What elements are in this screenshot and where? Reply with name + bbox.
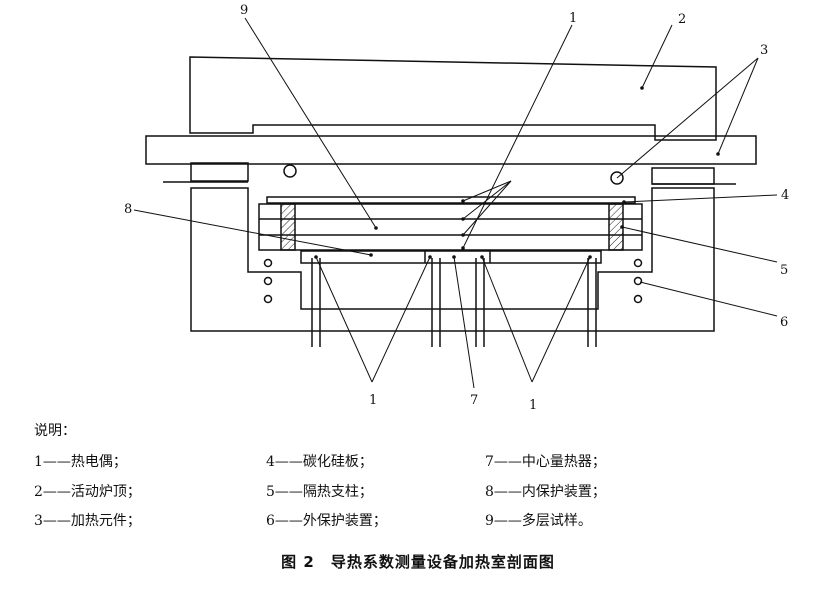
legend-title: 说明： xyxy=(34,423,76,439)
callout-1-bottom-left: 1 xyxy=(369,393,377,408)
thermocouple-tubes xyxy=(311,258,597,347)
figure-caption: 图 2 导热系数测量设备加热室剖面图 xyxy=(281,553,555,571)
callout-7: 7 xyxy=(470,393,478,408)
heating-element-plate xyxy=(145,135,757,165)
callout-4: 4 xyxy=(781,188,789,203)
lower-chamber-housing xyxy=(190,187,715,332)
multilayer-specimen xyxy=(258,203,643,251)
legend-item-insulating-pillar: 5——隔热支柱； xyxy=(266,484,373,500)
leader-lines xyxy=(133,17,778,389)
callout-3: 3 xyxy=(760,43,768,58)
legend-item-thermocouple: 1——热电偶； xyxy=(34,454,127,470)
legend-item-heating-element: 3——加热元件； xyxy=(34,513,141,529)
movable-furnace-top xyxy=(189,56,717,141)
heating-element-hole-left xyxy=(283,164,297,178)
leader-dots xyxy=(314,86,720,259)
callout-1-top: 1 xyxy=(569,11,577,26)
silicon-carbide-plate xyxy=(266,196,636,204)
callout-8: 8 xyxy=(124,202,132,217)
callout-2: 2 xyxy=(678,12,686,27)
furnace-cross-section-diagram: 1 2 3 4 5 6 7 8 9 1 1 xyxy=(124,3,789,410)
legend-item-outer-guard: 6——外保护装置； xyxy=(266,513,387,529)
legend-item-inner-guard: 8——内保护装置； xyxy=(485,484,606,500)
right-support-block xyxy=(651,167,715,185)
legend-item-calorimeter: 7——中心量热器； xyxy=(485,454,606,470)
outer-guard-holes xyxy=(263,258,643,304)
legend-item-movable-top: 2——活动炉顶； xyxy=(34,484,141,500)
heating-element-hole-right xyxy=(610,171,624,185)
callout-1-bottom-right: 1 xyxy=(529,398,537,410)
left-support-block xyxy=(190,162,249,182)
legend-item-specimen: 9——多层试样。 xyxy=(485,513,592,529)
callout-9: 9 xyxy=(240,3,248,18)
legend-item-silicon-carbide: 4——碳化硅板； xyxy=(266,454,373,470)
callout-6: 6 xyxy=(780,315,788,330)
callout-5: 5 xyxy=(780,263,788,278)
insulating-pillar-left xyxy=(280,203,296,251)
inner-guard-and-calorimeter xyxy=(300,250,602,264)
